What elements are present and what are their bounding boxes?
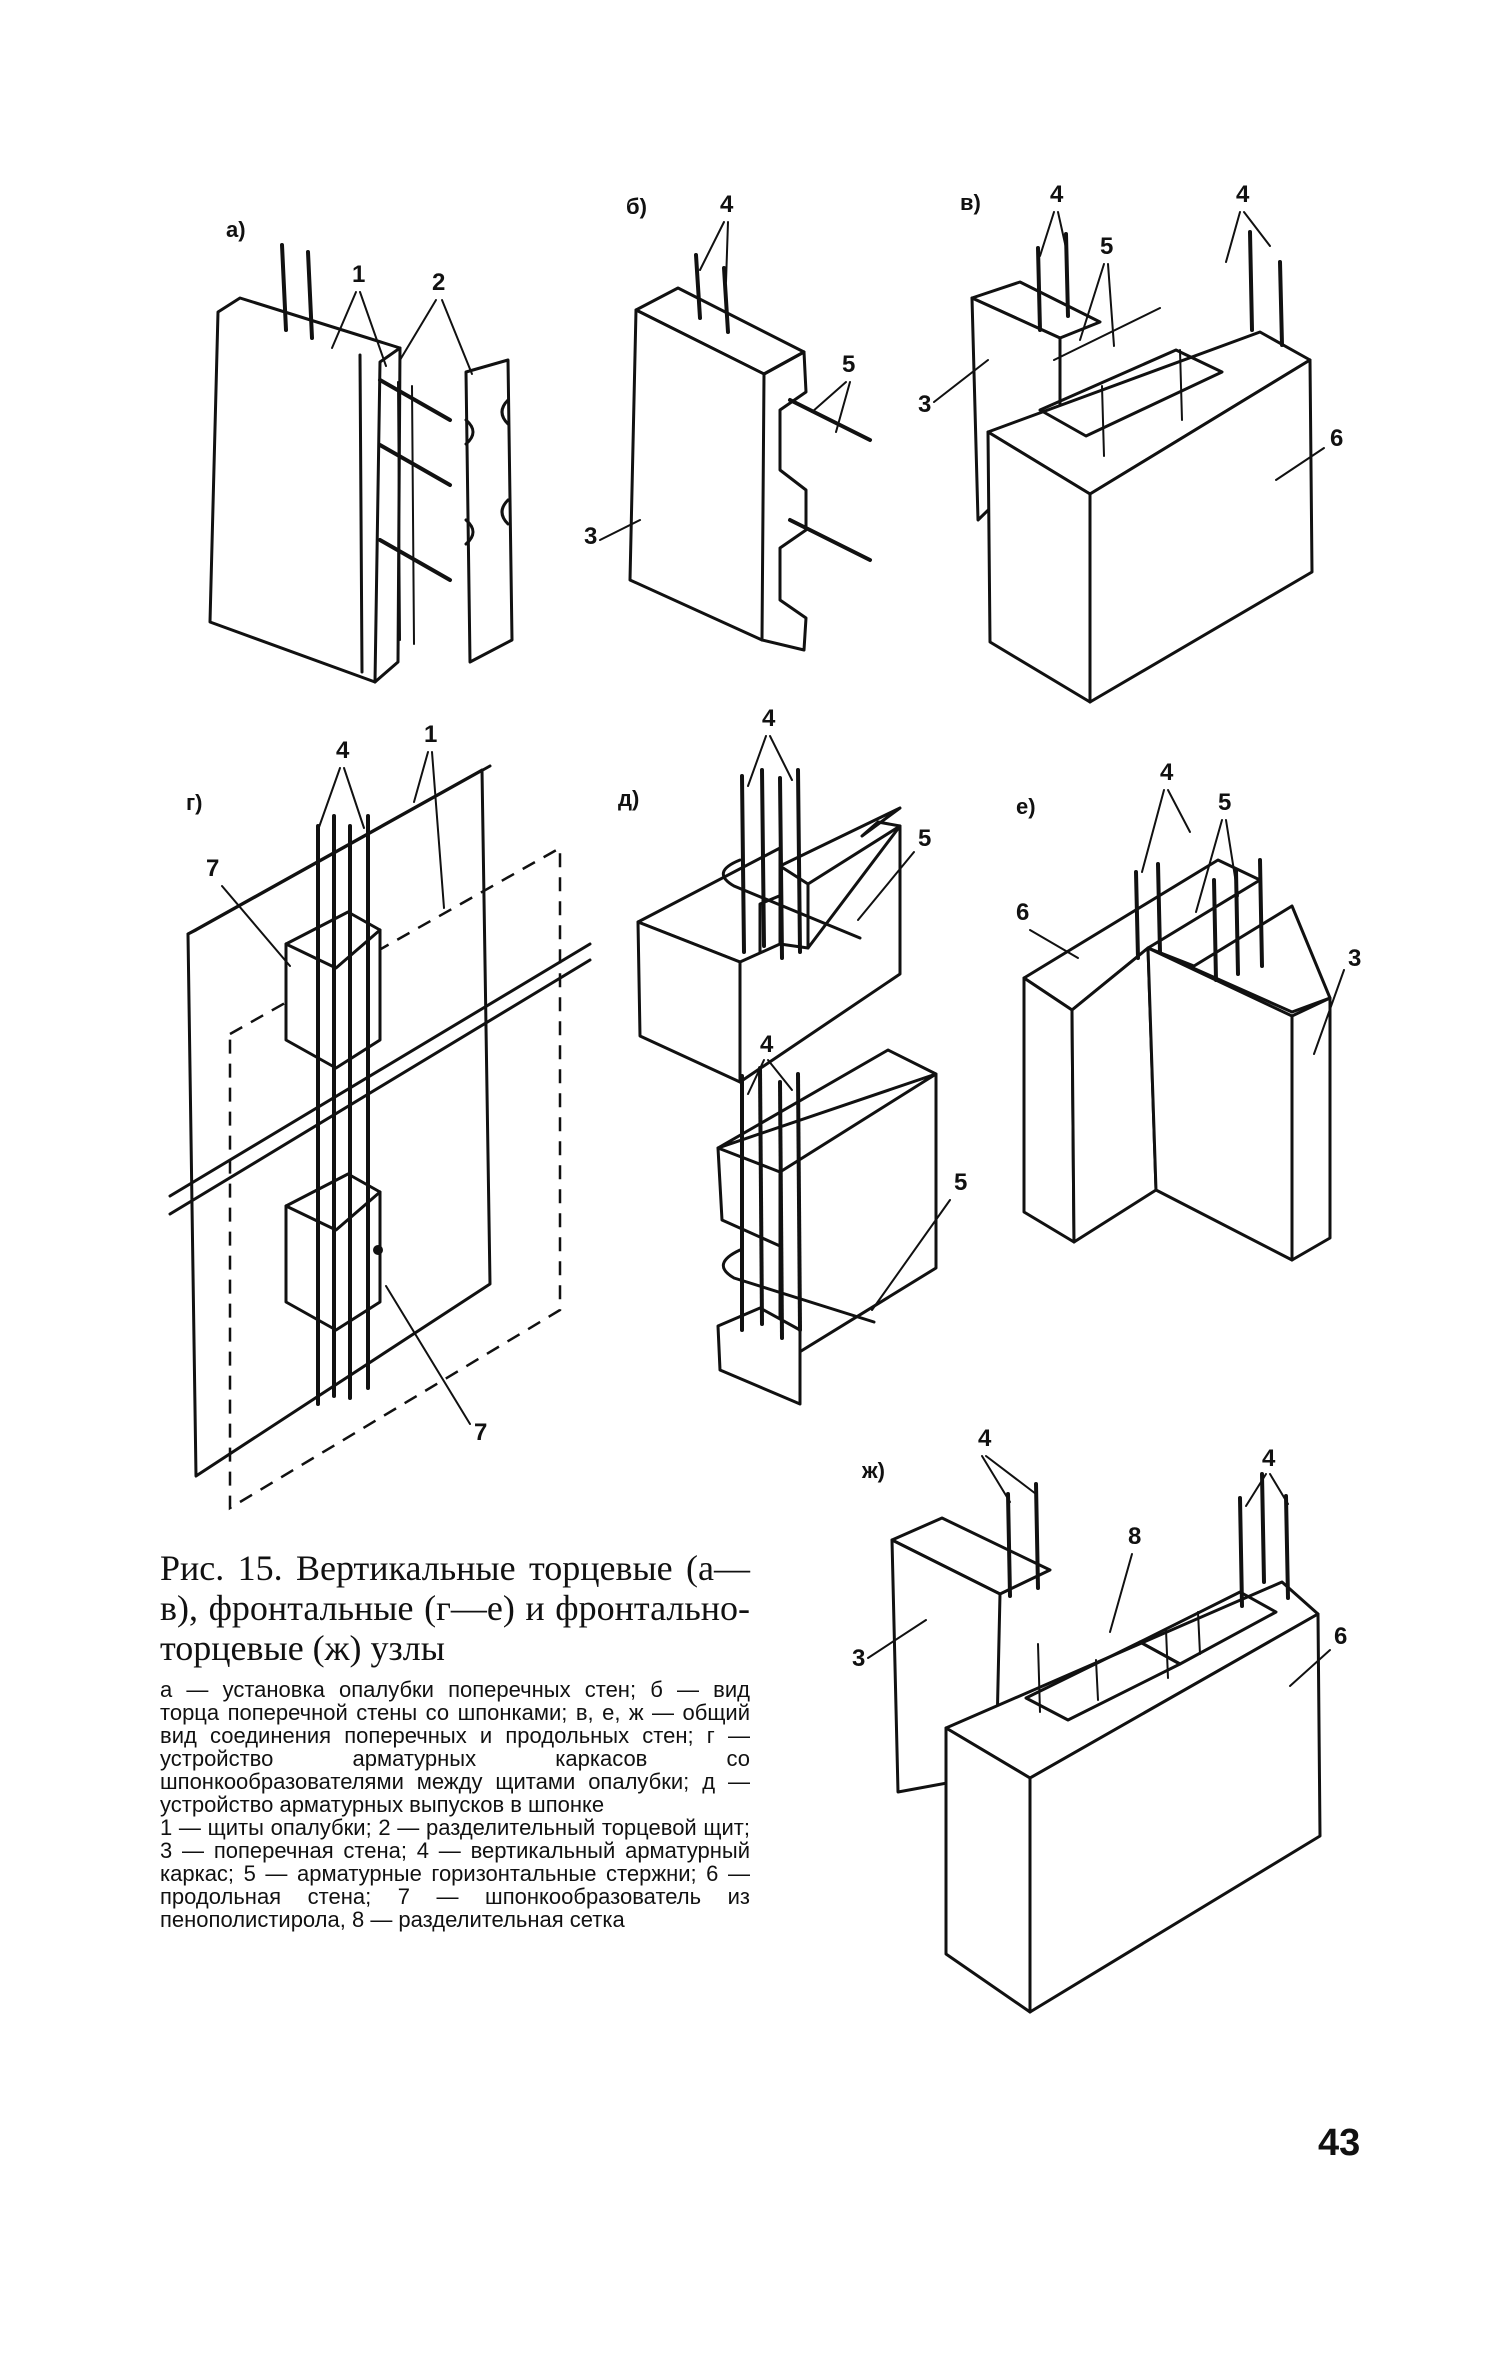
callout-5: 5 [842,351,855,378]
formwork-shield-rear [228,845,562,1511]
figure-caption: Рис. 15. Вертикальные торцевые (а—в), фр… [160,1548,750,1931]
panel-g: ж) 4 [852,1425,1347,2014]
formwork-shield-front [186,768,492,1478]
caption-title: Рис. 15. Вертикальные торцевые (а—в), фр… [160,1548,750,1668]
panel-f-letter: е) [1016,794,1036,819]
caption-legend-parts: а — установка опалубки поперечных стен; … [160,1677,750,1817]
callout-5: 5 [1218,789,1231,816]
panel-a-letter: а) [226,217,246,242]
panel-e-letter: д) [618,786,639,811]
formwork-shield [208,296,402,684]
panel-d: г) 4 [168,721,592,1511]
callout-1: 1 [424,721,437,748]
callout-4b: 4 [1262,1445,1276,1472]
callout-6: 6 [1334,1623,1347,1650]
panel-f: е) 4 5 6 3 [1016,759,1361,1262]
callout-6: 6 [1016,899,1029,926]
page-number: 43 [1318,2122,1361,2164]
callout-4: 4 [1160,759,1174,786]
callout-4: 4 [336,737,350,764]
callout-3: 3 [1348,945,1361,972]
callout-3: 3 [852,1645,865,1672]
callout-4: 4 [720,191,734,218]
callout-5: 5 [1100,233,1113,260]
callout-4b: 4 [1236,181,1250,208]
panel-c: в) 4 4 [918,181,1343,704]
callout-2: 2 [432,269,445,296]
callout-5a: 5 [918,825,931,852]
panel-e: д) 4 5 [618,705,967,1406]
callout-3: 3 [918,391,931,418]
callout-3: 3 [584,523,597,550]
caption-legend-items: 1 — щиты опалубки; 2 — разделительный то… [160,1815,750,1932]
panel-a: а) 1 2 [208,217,514,684]
callout-4a: 4 [1050,181,1064,208]
callout-8: 8 [1128,1523,1141,1550]
callout-5b: 5 [954,1169,967,1196]
panel-b-letter: б) [626,194,647,219]
divider-end-shield [464,358,514,664]
longitudinal-wall-face-front [944,1726,1032,2014]
panel-d-letter: г) [186,790,203,815]
callout-7b: 7 [474,1419,487,1446]
callout-4b: 4 [760,1031,774,1058]
callout-4a: 4 [762,705,776,732]
callout-1: 1 [352,261,365,288]
callout-6: 6 [1330,425,1343,452]
callout-7a: 7 [206,855,219,882]
panel-g-letter: ж) [861,1458,885,1483]
panel-c-letter: в) [960,190,981,215]
callout-4a: 4 [978,1425,992,1452]
panel-b: б) 4 5 3 [584,191,872,652]
